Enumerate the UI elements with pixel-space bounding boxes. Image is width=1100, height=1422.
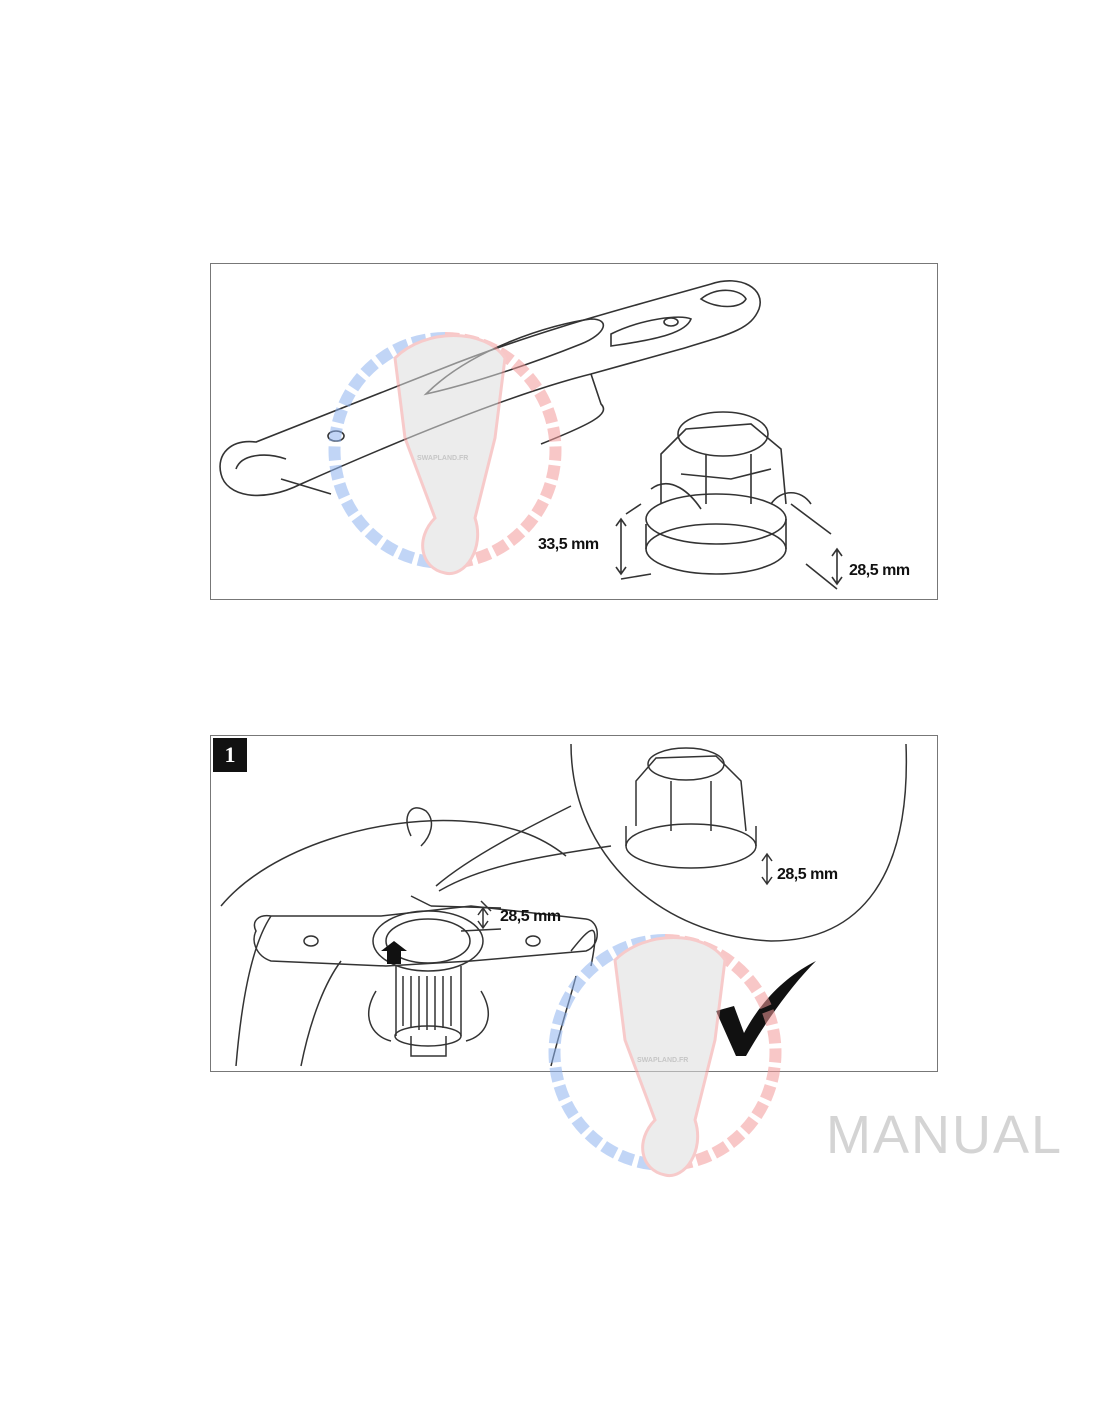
detail-dimension-label: 28,5 mm (777, 866, 838, 883)
installed-bearing-drawing (220, 743, 908, 1067)
checkmark-icon (716, 961, 816, 1056)
dimension-label-33-5: 33,5 mm (538, 536, 599, 553)
figure-installed-bearing-check: 1 28,5 mm 28,5 mm (210, 735, 938, 1072)
figure-release-fork-and-bearing: 33,5 mm 28,5 mm (210, 263, 938, 600)
dimension-label-28-5: 28,5 mm (849, 562, 910, 579)
fork-bearing-drawing (219, 280, 843, 590)
push-arrow-icon (381, 941, 407, 964)
main-dimension-label: 28,5 mm (500, 908, 561, 925)
watermark-manual-label: MANUAL (826, 1105, 1064, 1165)
step-number-badge: 1 (213, 738, 247, 772)
